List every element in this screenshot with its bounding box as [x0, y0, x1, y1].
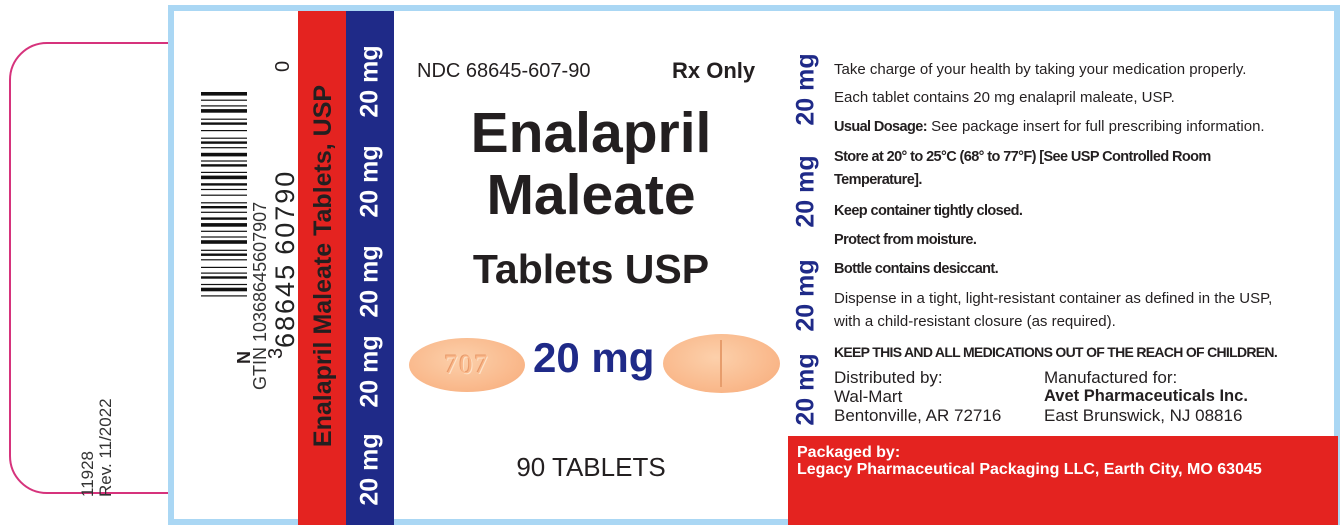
- each-tablet-text: Each tablet contains 20 mg enalapril mal…: [834, 89, 1175, 106]
- storage-line2: Temperature].: [834, 172, 922, 188]
- lot-code: 11928: [78, 450, 97, 497]
- barcode-group-1: 68645: [269, 262, 300, 348]
- packager-text: Legacy Pharmaceutical Packaging LLC, Ear…: [797, 461, 1262, 478]
- blue-strength-3: 20 mg: [355, 244, 384, 318]
- dispense-line1: Dispense in a tight, light-resistant con…: [834, 290, 1273, 307]
- blue-strength-2: 20 mg: [355, 144, 384, 218]
- usual-dosage-text: See package insert for full prescribing …: [926, 118, 1265, 135]
- barcode-marker: N: [233, 351, 254, 364]
- keep-closed-text: Keep container tightly closed.: [834, 203, 1023, 219]
- pill-back-image: [663, 334, 780, 393]
- packager-label: Packaged by:: [797, 444, 901, 461]
- tablet-count: 90 TABLETS: [516, 452, 666, 482]
- side-product-name: Enalapril Maleate Tablets, USP: [308, 84, 337, 448]
- red-band: [298, 11, 346, 525]
- distributor-name: Wal-Mart: [834, 387, 903, 406]
- storage-line1: Store at 20° to 25°C (68° to 77°F) [See …: [834, 149, 1211, 165]
- barcode-group-2: 60790: [269, 169, 300, 255]
- right-strength-4: 20 mg: [791, 352, 820, 426]
- take-charge-text: Take charge of your health by taking you…: [834, 61, 1247, 78]
- barcode: [201, 92, 247, 297]
- blue-strength-4: 20 mg: [355, 334, 384, 408]
- rx-only: Rx Only: [672, 58, 756, 83]
- drug-form: Tablets USP: [472, 246, 710, 292]
- manufacturer-city: East Brunswick, NJ 08816: [1044, 406, 1243, 425]
- blue-band: 20 mg 20 mg 20 mg 20 mg 20 mg: [346, 11, 394, 525]
- usual-dosage: Usual Dosage: See package insert for ful…: [834, 118, 1265, 136]
- desiccant-text: Bottle contains desiccant.: [834, 261, 999, 277]
- children-warning: KEEP THIS AND ALL MEDICATIONS OUT OF THE…: [834, 344, 1278, 360]
- barcode-check-digit: 0: [271, 60, 294, 72]
- blue-strength-5: 20 mg: [355, 432, 384, 506]
- distributor-city: Bentonville, AR 72716: [834, 406, 1002, 425]
- right-strength-2: 20 mg: [791, 154, 820, 228]
- drug-name-line2: Maleate: [486, 163, 696, 227]
- right-strength-1: 20 mg: [791, 52, 820, 126]
- manufacturer-block: Manufactured for: Avet Pharmaceuticals I…: [1044, 368, 1248, 425]
- packager-box: Packaged by: Legacy Pharmaceutical Packa…: [788, 436, 1338, 525]
- revision-date: Rev. 11/2022: [96, 398, 115, 497]
- manufacturer-name: Avet Pharmaceuticals Inc.: [1044, 387, 1248, 405]
- distributor-label: Distributed by:: [834, 368, 943, 387]
- drug-name-line1: Enalapril: [470, 101, 712, 165]
- distributor-block: Distributed by: Wal-Mart Bentonville, AR…: [834, 368, 1001, 425]
- ndc-number: NDC 68645-607-90: [417, 60, 591, 82]
- pill-front-image: 707: [409, 338, 525, 392]
- strength-main: 20 mg: [533, 334, 655, 381]
- pill-score-line: [720, 340, 722, 387]
- pill-imprint: 707: [444, 350, 490, 379]
- right-strength-3: 20 mg: [791, 258, 820, 332]
- manufacturer-label: Manufactured for:: [1044, 368, 1178, 387]
- usual-dosage-label: Usual Dosage:: [834, 119, 928, 135]
- dispense-line2: with a child-resistant closure (as requi…: [834, 313, 1116, 330]
- barcode-left-digit: 3: [264, 347, 287, 359]
- protect-moisture-text: Protect from moisture.: [834, 232, 977, 248]
- blue-strength-1: 20 mg: [355, 44, 384, 118]
- lot-revision: 11928 Rev. 11/2022: [78, 297, 115, 497]
